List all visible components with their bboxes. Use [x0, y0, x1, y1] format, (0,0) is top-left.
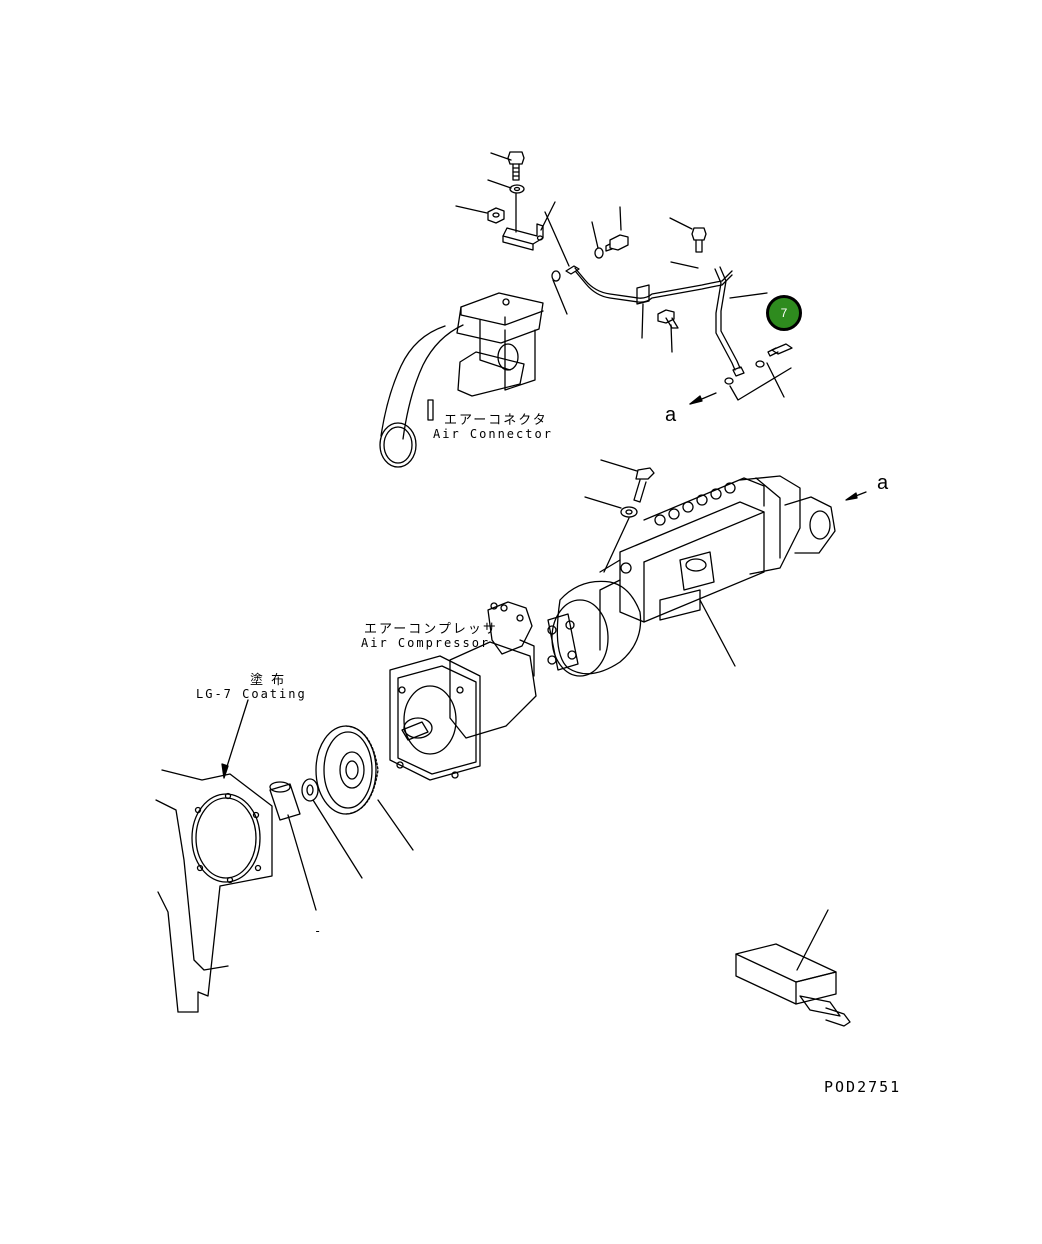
bolt-pump-top [584, 459, 655, 573]
drawing-code: POD2751 [824, 1078, 902, 1096]
pipe-clamp [636, 284, 650, 339]
top-bracket [502, 192, 556, 251]
top-bolt [490, 151, 525, 181]
air-compressor-label-jp: エアーコンプレッサ [364, 622, 498, 637]
coating-label-en: LG-7 Coating [196, 687, 307, 701]
gear-washer [301, 778, 363, 879]
air-connector-label-jp: エアーコネクタ [444, 413, 548, 428]
drive-gear [315, 725, 414, 851]
reference-a-right: a [877, 472, 889, 494]
gasket-plate [155, 699, 273, 1013]
air-connector-label-en: Air Connector [433, 427, 553, 441]
injection-pump [547, 475, 867, 677]
top-washer [487, 179, 525, 194]
bolt-mid-3 [657, 309, 679, 353]
coating-label-jp: 塗 布 [250, 673, 287, 688]
special-tool [735, 909, 851, 1027]
bolt-mid-1 [591, 206, 629, 259]
bolt-mid-2 [669, 217, 707, 269]
small-mark: - [314, 924, 324, 938]
air-compressor [389, 601, 537, 781]
air-connector [379, 270, 568, 468]
air-compressor-label-en: Air Compressor [361, 636, 491, 650]
top-nut [455, 205, 505, 224]
bolt-right [724, 292, 793, 401]
arrow-a-left [689, 392, 717, 405]
bushing [269, 781, 317, 911]
pipe-upper [544, 211, 745, 377]
callout-badge-7[interactable]: 7 [766, 295, 802, 331]
reference-a-left: a [665, 404, 677, 426]
